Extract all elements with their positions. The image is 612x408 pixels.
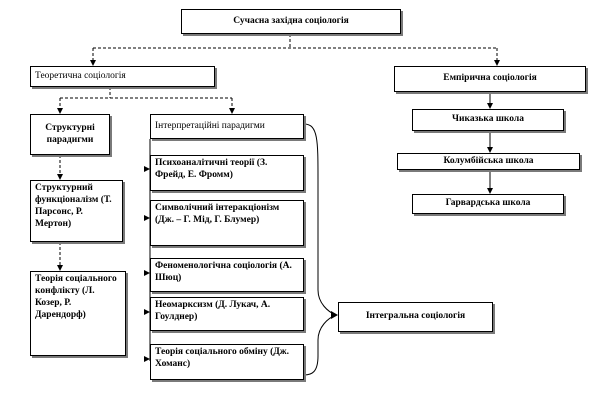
- structural-functionalism-box: Структурний функціоналізм (Т. Парсонс, Р…: [30, 180, 123, 242]
- harvard-school-box: Гарвардська школа: [412, 194, 564, 214]
- arrow-conflict: [57, 265, 63, 271]
- interpretive-paradigms-label: Інтерпретаційні парадигми: [155, 120, 265, 131]
- harvard-school-label: Гарвардська школа: [445, 198, 531, 209]
- structural-functionalism-label: Структурний функціоналізм (Т. Парсонс, Р…: [35, 183, 112, 229]
- symbolic-interactionism-box: Символічний інтеракціонізм (Дж. – Г. Мід…: [150, 200, 304, 246]
- arrow-symbolic: [144, 215, 150, 221]
- arrow-empirical: [494, 60, 500, 66]
- arrow-harvard: [487, 188, 493, 194]
- connector-theoretical-paradigms: [59, 87, 233, 111]
- conflict-theory-box: Теорія соціального конфлікту (Л. Козер, …: [30, 271, 126, 356]
- columbia-school-label: Колумбійська школа: [443, 155, 534, 166]
- arrow-phenomenology: [144, 270, 150, 276]
- conflict-theory-label: Теорія соціального конфлікту (Л. Козер, …: [35, 274, 117, 320]
- theoretical-sociology-box: Теоретична соціологія: [30, 66, 215, 87]
- arrow-chicago: [487, 103, 493, 109]
- connector-title-branches: [92, 34, 498, 63]
- arrow-theoretical: [90, 60, 96, 66]
- neomarxism-box: Неомарксизм (Д. Лукач, А. Гоулднер): [150, 297, 304, 331]
- social-exchange-theory-label: Теорія соціального обміну (Дж. Хоманс): [155, 347, 290, 369]
- connector-integral-brace: [303, 123, 338, 376]
- interpretive-paradigms-box: Інтерпретаційні парадигми: [150, 114, 304, 139]
- arrow-exchange: [144, 356, 150, 362]
- arrow-interpretive: [229, 108, 235, 114]
- structural-paradigms-box: Структурні парадигми: [30, 114, 110, 155]
- psychoanalytic-theories-box: Психоаналітичні теорії (З. Фрейд, Е. Фро…: [150, 155, 304, 191]
- integral-sociology-box: Інтегральна соціологія: [338, 302, 493, 332]
- theoretical-sociology-label: Теоретична соціологія: [35, 70, 126, 81]
- arrow-psychoanalytic: [144, 166, 150, 172]
- title-label: Сучасна західна соціологія: [233, 15, 349, 26]
- columbia-school-box: Колумбійська школа: [397, 153, 580, 170]
- phenomenological-sociology-label: Феноменологічна соціологія (А. Шюц): [155, 261, 292, 283]
- symbolic-interactionism-label: Символічний інтеракціонізм (Дж. – Г. Мід…: [155, 203, 280, 225]
- phenomenological-sociology-box: Феноменологічна соціологія (А. Шюц): [150, 258, 304, 292]
- arrow-neomarxism: [144, 309, 150, 315]
- arrow-functionalism: [57, 174, 63, 180]
- social-exchange-theory-box: Теорія соціального обміну (Дж. Хоманс): [150, 344, 304, 380]
- title-box: Сучасна західна соціологія: [181, 9, 401, 34]
- structural-paradigms-label: Структурні парадигми: [45, 122, 95, 145]
- empirical-sociology-box: Емпірична соціологія: [394, 66, 586, 92]
- chicago-school-label: Чиказька школа: [452, 114, 524, 125]
- chicago-school-box: Чиказька школа: [412, 109, 564, 131]
- empirical-sociology-label: Емпірична соціологія: [443, 73, 537, 84]
- neomarxism-label: Неомарксизм (Д. Лукач, А. Гоулднер): [155, 300, 271, 322]
- arrow-columbia: [487, 147, 493, 153]
- arrow-integral: [331, 311, 338, 319]
- integral-sociology-label: Інтегральна соціологія: [365, 311, 466, 322]
- arrow-structural: [57, 108, 63, 114]
- psychoanalytic-theories-label: Психоаналітичні теорії (З. Фрейд, Е. Фро…: [155, 158, 268, 180]
